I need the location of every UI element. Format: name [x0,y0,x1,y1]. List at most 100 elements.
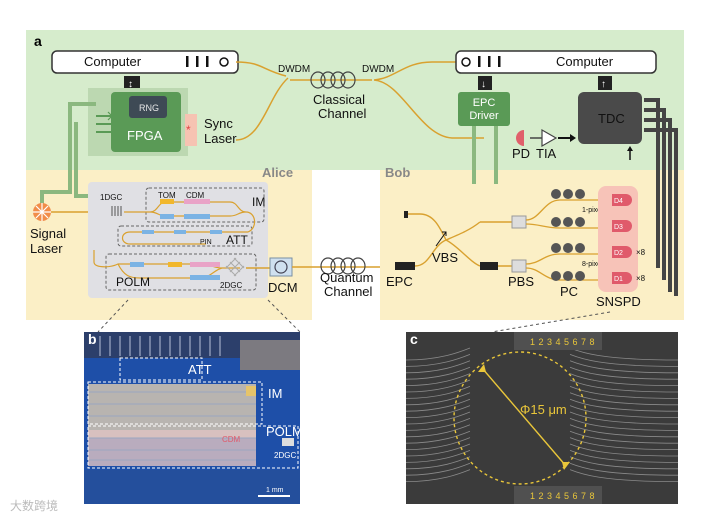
epc-driver [458,92,510,126]
detector-active-area [453,351,587,485]
im-label: IM [252,195,265,209]
classical-channel-spool-icon [310,71,356,89]
tdc-connector [598,76,612,90]
scale-bar-label: 1 mm [266,487,284,494]
bob-computer [455,50,657,74]
chip-polm-label: POLM [266,424,303,439]
tom-element [160,199,174,204]
epc-driver-connector [478,76,492,90]
detector-image [406,332,678,504]
dgc1-label: 1DGC [100,193,122,202]
bob-label: Bob [385,165,410,180]
dgc2-label: 2DGC [220,281,242,290]
pbs-label: PBS [508,274,534,289]
vbs-label: VBS [432,250,458,265]
chip-dgc-label: 2DGC [274,451,296,460]
pixel-pad-label: 6 [573,337,578,347]
pixel-pad-label: 5 [564,337,569,347]
pixel-pad-label: 5 [564,491,569,501]
epc-element [395,262,415,270]
pc-paddles [551,189,585,281]
alice-bus-connector [124,76,140,90]
d2-multiplicity: ×8 [636,248,646,257]
epc-label: EPC [386,274,413,289]
diameter-label: Φ15 μm [520,402,567,417]
tia-arrow-icon [570,134,576,142]
quantum-channel-spool-icon [320,257,366,275]
pixel-pad-label: 8 [590,491,595,501]
dcm-label: DCM [268,280,298,295]
pixel-pad-label: 3 [547,491,552,501]
alice-computer-label: Computer [84,54,142,69]
panel-a-label: a [34,33,42,49]
watermark: 大数跨境 [10,499,59,513]
rng [129,96,167,118]
svg-text:↕: ↕ [128,79,133,90]
fpga-label: FPGA [127,128,163,143]
pd-label: PD [512,146,530,161]
pixel-pad-label: 1 [530,491,535,501]
snspd-label: SNSPD [596,294,641,309]
pixel1-label: 1-pixel [582,207,603,214]
dwdm-right-label: DWDM [362,64,394,75]
sync-laser-star-icon: * [186,123,191,137]
bob-computer-ports-icon [461,56,501,67]
svg-text:↑: ↑ [601,79,606,90]
pixel-pad-label: 1 [530,337,535,347]
det-d2: D2 [614,250,623,257]
pbs-top [511,215,527,229]
pc-label: PC [560,284,578,299]
d1-multiplicity: ×8 [636,274,646,283]
bob-classical-fiber [373,61,484,139]
pixel-pad-label: 7 [581,491,586,501]
pixel-pad-label: 6 [573,491,578,501]
att-region [117,225,253,247]
pixel-pad-label: 2 [539,491,544,501]
snspd-detectors [612,194,632,284]
panel-b-label: b [88,331,97,347]
polm-label: POLM [116,275,150,289]
pixel-pad-label: 7 [581,337,586,347]
det-d4: D4 [614,198,623,205]
pixel-pad-label: 4 [556,337,561,347]
vbs-arrow-icon [435,231,447,247]
rng-label: RNG [139,103,159,113]
alice-chip [88,182,268,298]
epc-element-2 [480,262,498,270]
tia-label: TIA [536,146,557,161]
chip-polm-region [87,425,299,469]
pbs-bottom [511,259,527,273]
tdc-detector-cables [644,98,678,296]
pixel-pad-label: 8 [590,337,595,347]
chip-im-region [87,381,263,425]
tdc-label: TDC [598,111,625,126]
channel-gap [312,170,380,320]
svg-text:↓: ↓ [481,79,486,90]
tia-icon [541,128,558,148]
pixel-pad-label: 3 [547,337,552,347]
panel-c-label: c [410,331,418,347]
pixel8-label: 8-pixel [582,261,603,268]
alice-computer [51,50,239,74]
cdm-label: CDM [186,191,205,200]
tdc-up-arrow-icon [627,146,633,151]
polm-region [105,253,257,291]
pixel-pad-label: 2 [539,337,544,347]
att-label: ATT [226,233,248,247]
tdc [578,92,642,144]
chip-cdm-label: CDM [222,435,241,444]
diameter-line [481,367,567,467]
im-waveguides [88,384,256,438]
det-d1: D1 [614,276,623,283]
bob-computer-label: Computer [556,54,614,69]
chip-im-label: IM [268,386,282,401]
pd-icon [516,130,524,146]
chip-att-region [119,357,203,381]
alice-label: Alice [262,165,293,180]
